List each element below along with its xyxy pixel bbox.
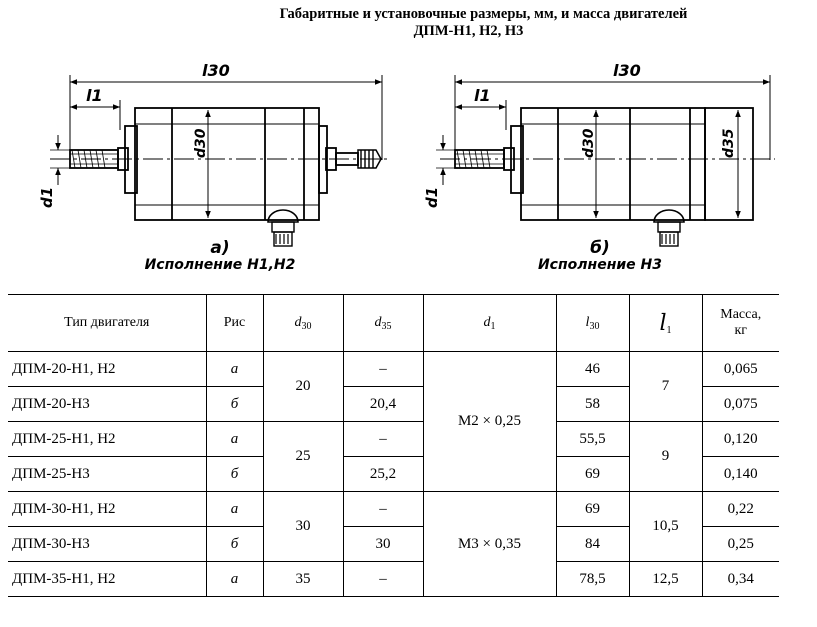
drawing-b-letter: б) xyxy=(590,238,610,258)
cell-d35: 20,4 xyxy=(342,386,424,422)
cell-d35: – xyxy=(342,351,424,387)
cell-l30: 69 xyxy=(555,456,630,492)
cell-type: ДПМ-25-Н3 xyxy=(8,456,207,492)
table-row: ДПМ-20-Н3 б 20,4 58 0,075 xyxy=(8,386,779,422)
drawing-b-d1-label: d1 xyxy=(423,187,441,208)
table-row: ДПМ-20-Н1, Н2 а 20 – М2 × 0,25 46 7 0,06… xyxy=(8,351,779,492)
drawing-b-l1-label: l1 xyxy=(474,86,491,105)
cell-d1: М2 × 0,25 xyxy=(422,351,557,492)
cell-l30: 55,5 xyxy=(555,421,630,457)
cell-type: ДПМ-30-Н3 xyxy=(8,526,207,562)
drawing-a-l1-label: l1 xyxy=(86,86,103,105)
cell-type: ДПМ-20-Н3 xyxy=(8,386,207,422)
cell-d30: 30 xyxy=(262,491,344,562)
drawing-a-l30-label: l30 xyxy=(202,61,230,80)
cell-mass: 0,25 xyxy=(701,526,779,562)
header-d1: d1 xyxy=(422,294,557,352)
cell-d35: – xyxy=(342,421,424,457)
drawing-a-caption-text: Исполнение Н1,Н2 xyxy=(144,257,296,273)
cell-type: ДПМ-30-Н1, Н2 xyxy=(8,491,207,527)
cell-fig: б xyxy=(205,456,264,492)
cell-d35: – xyxy=(342,561,424,597)
cell-mass: 0,065 xyxy=(701,351,779,387)
cell-fig: б xyxy=(205,526,264,562)
header-fig: Рис xyxy=(205,294,264,352)
drawing-b-caption: б) Исполнение Н3 xyxy=(500,240,700,274)
cell-mass: 0,120 xyxy=(701,421,779,457)
table-row: ДПМ-25-Н3 б 25,2 69 0,140 xyxy=(8,456,779,492)
table-header-row: Тип двигателя Рис d30 d35 d1 l30 l1 Масс… xyxy=(8,294,779,352)
table-row: ДПМ-30-Н1, Н2 а 30 – М3 × 0,35 69 10,5 0… xyxy=(8,491,779,597)
cell-l30: 46 xyxy=(555,351,630,387)
dimensions-table: Тип двигателя Рис d30 d35 d1 l30 l1 Масс… xyxy=(8,294,779,597)
table-row: ДПМ-30-Н3 б 30 84 0,25 xyxy=(8,526,779,562)
cell-l1: 9 xyxy=(628,421,703,492)
page-title: Габаритные и установочные размеры, мм, и… xyxy=(0,6,817,40)
table-row: ДПМ-35-Н1, Н2 а 35 – 78,5 12,5 0,34 xyxy=(8,561,779,597)
title-line-1: Габаритные и установочные размеры, мм, и… xyxy=(279,6,688,22)
header-type: Тип двигателя xyxy=(8,294,207,352)
cell-type: ДПМ-25-Н1, Н2 xyxy=(8,421,207,457)
cell-l30: 78,5 xyxy=(555,561,630,597)
motor-drawings: l30 l1 d30 d1 xyxy=(38,61,775,247)
drawing-a-d30-label: d30 xyxy=(193,128,209,158)
cell-fig: а xyxy=(205,561,264,597)
header-d30: d30 xyxy=(262,294,344,352)
drawing-b xyxy=(436,75,775,247)
cell-fig: б xyxy=(205,386,264,422)
cell-mass: 0,34 xyxy=(701,561,779,597)
cell-d30: 25 xyxy=(262,421,344,492)
cell-d35: 25,2 xyxy=(342,456,424,492)
cell-fig: а xyxy=(205,421,264,457)
cell-mass: 0,075 xyxy=(701,386,779,422)
header-d35: d35 xyxy=(342,294,424,352)
drawing-b-caption-text: Исполнение Н3 xyxy=(537,257,663,273)
cell-l1: 10,5 xyxy=(628,491,703,562)
title-line-2: ДПМ-Н1, Н2, Н3 xyxy=(413,23,524,39)
cell-type: ДПМ-35-Н1, Н2 xyxy=(8,561,207,597)
cell-l30: 58 xyxy=(555,386,630,422)
cell-mass: 0,140 xyxy=(701,456,779,492)
cell-d35: 30 xyxy=(342,526,424,562)
header-l1: l1 xyxy=(628,294,703,352)
header-mass: Масса,кг xyxy=(701,294,779,352)
drawing-b-d35-label: d35 xyxy=(721,128,737,158)
header-l30: l30 xyxy=(555,294,630,352)
cell-l30: 84 xyxy=(555,526,630,562)
drawing-a-d1-label: d1 xyxy=(38,187,56,208)
cell-l1: 7 xyxy=(628,351,703,422)
cell-mass: 0,22 xyxy=(701,491,779,527)
drawing-b-l30-label: l30 xyxy=(613,61,641,80)
drawing-a xyxy=(50,75,390,247)
drawing-b-d30-label: d30 xyxy=(581,128,597,158)
cell-fig: а xyxy=(205,491,264,527)
cell-d30: 35 xyxy=(262,561,344,597)
cell-d35: – xyxy=(342,491,424,527)
cell-l30: 69 xyxy=(555,491,630,527)
cell-l1: 12,5 xyxy=(628,561,703,597)
table-row: ДПМ-25-Н1, Н2 а 25 – 55,5 9 0,120 xyxy=(8,421,779,492)
cell-type: ДПМ-20-Н1, Н2 xyxy=(8,351,207,387)
cell-d30: 20 xyxy=(262,351,344,422)
cell-d1: М3 × 0,35 xyxy=(422,491,557,597)
drawing-a-letter: а) xyxy=(210,238,230,258)
cell-fig: а xyxy=(205,351,264,387)
drawing-a-caption: а) Исполнение Н1,Н2 xyxy=(120,240,320,274)
